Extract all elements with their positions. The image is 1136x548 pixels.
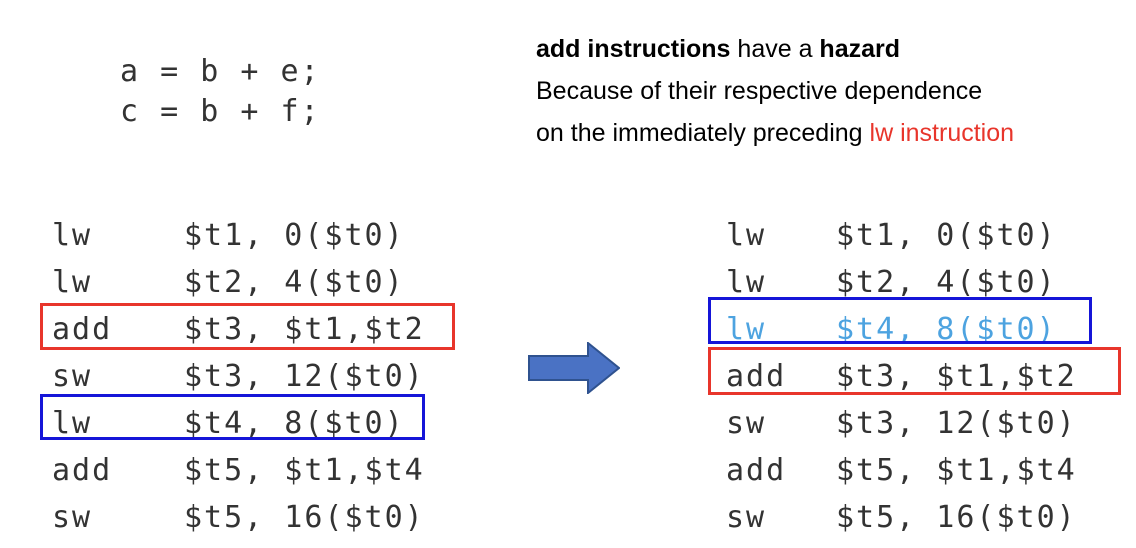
code-op: lw <box>52 218 93 253</box>
code-args: $t5, $t1,$t4 <box>836 453 1077 488</box>
source-line: c = b + f; <box>120 94 321 129</box>
source-line: a = b + e; <box>120 54 321 89</box>
code-row: add $t3, $t1,$t2 <box>726 353 1077 400</box>
code-op: lw <box>726 218 767 253</box>
code-args: $t1, 0($t0) <box>836 218 1057 253</box>
code-row: add $t3, $t1,$t2 <box>52 306 425 353</box>
code-row: lw $t4, 8($t0) <box>52 400 425 447</box>
code-row: sw $t3, 12($t0) <box>726 400 1077 447</box>
code-row: sw $t3, 12($t0) <box>52 353 425 400</box>
code-op: lw <box>726 265 767 300</box>
hazard-box-original-add <box>40 303 455 350</box>
code-row: sw $t5, 16($t0) <box>52 494 425 541</box>
code-op: add <box>52 453 113 488</box>
original-code-block: lw $t1, 0($t0) lw $t2, 4($t0) add $t3, $t1,… <box>52 212 425 541</box>
code-row: lw $t2, 4($t0) <box>52 259 425 306</box>
code-args: $t3, $t1,$t2 <box>836 359 1077 394</box>
code-args: $t2, 4($t0) <box>184 265 405 300</box>
code-args: $t3, 12($t0) <box>184 359 425 394</box>
code-row: add $t5, $t1,$t4 <box>726 447 1077 494</box>
code-row: lw $t1, 0($t0) <box>726 212 1077 259</box>
code-args: $t2, 4($t0) <box>836 265 1057 300</box>
code-row: add $t5, $t1,$t4 <box>52 447 425 494</box>
code-args: $t5, 16($t0) <box>184 500 425 535</box>
code-args: $t4, 8($t0) <box>184 406 405 441</box>
code-op: lw <box>52 406 93 441</box>
explanation-line-3-prefix: on the immediately preceding <box>536 119 870 147</box>
code-args: $t1, 0($t0) <box>184 218 405 253</box>
explanation-red-lw: lw instruction <box>869 119 1015 147</box>
explanation-line-3: on the immediately preceding lw instruct… <box>536 112 1014 154</box>
code-args: $t5, 16($t0) <box>836 500 1077 535</box>
code-args: $t3, $t1,$t2 <box>184 312 425 347</box>
moved-box-original-lw <box>40 394 425 440</box>
code-op: sw <box>726 406 767 441</box>
explanation-mid: have a <box>730 35 820 63</box>
explanation-bold-add: add instructions <box>536 35 731 63</box>
explanation-bold-hazard: hazard <box>819 35 901 63</box>
code-op: add <box>52 312 113 347</box>
code-op: sw <box>726 500 767 535</box>
code-row: sw $t5, 16($t0) <box>726 494 1077 541</box>
right-arrow-icon <box>528 342 620 394</box>
explanation-line-1: add instructions have a hazard <box>536 28 1014 70</box>
code-args: $t5, $t1,$t4 <box>184 453 425 488</box>
code-op: sw <box>52 359 93 394</box>
code-op: sw <box>52 500 93 535</box>
explanation-text: add instructions have a hazard Because o… <box>536 28 1014 154</box>
code-args: $t3, 12($t0) <box>836 406 1077 441</box>
code-row: lw $t1, 0($t0) <box>52 212 425 259</box>
explanation-line-2: Because of their respective dependence <box>536 77 983 105</box>
code-op: add <box>726 359 787 394</box>
code-row: lw $t2, 4($t0) <box>726 259 1077 306</box>
code-op: lw <box>52 265 93 300</box>
moved-box-reordered-lw <box>708 297 1092 344</box>
code-op: add <box>726 453 787 488</box>
source-code: a = b + e; c = b + f; <box>120 52 321 132</box>
hazard-box-reordered-add <box>708 347 1121 395</box>
